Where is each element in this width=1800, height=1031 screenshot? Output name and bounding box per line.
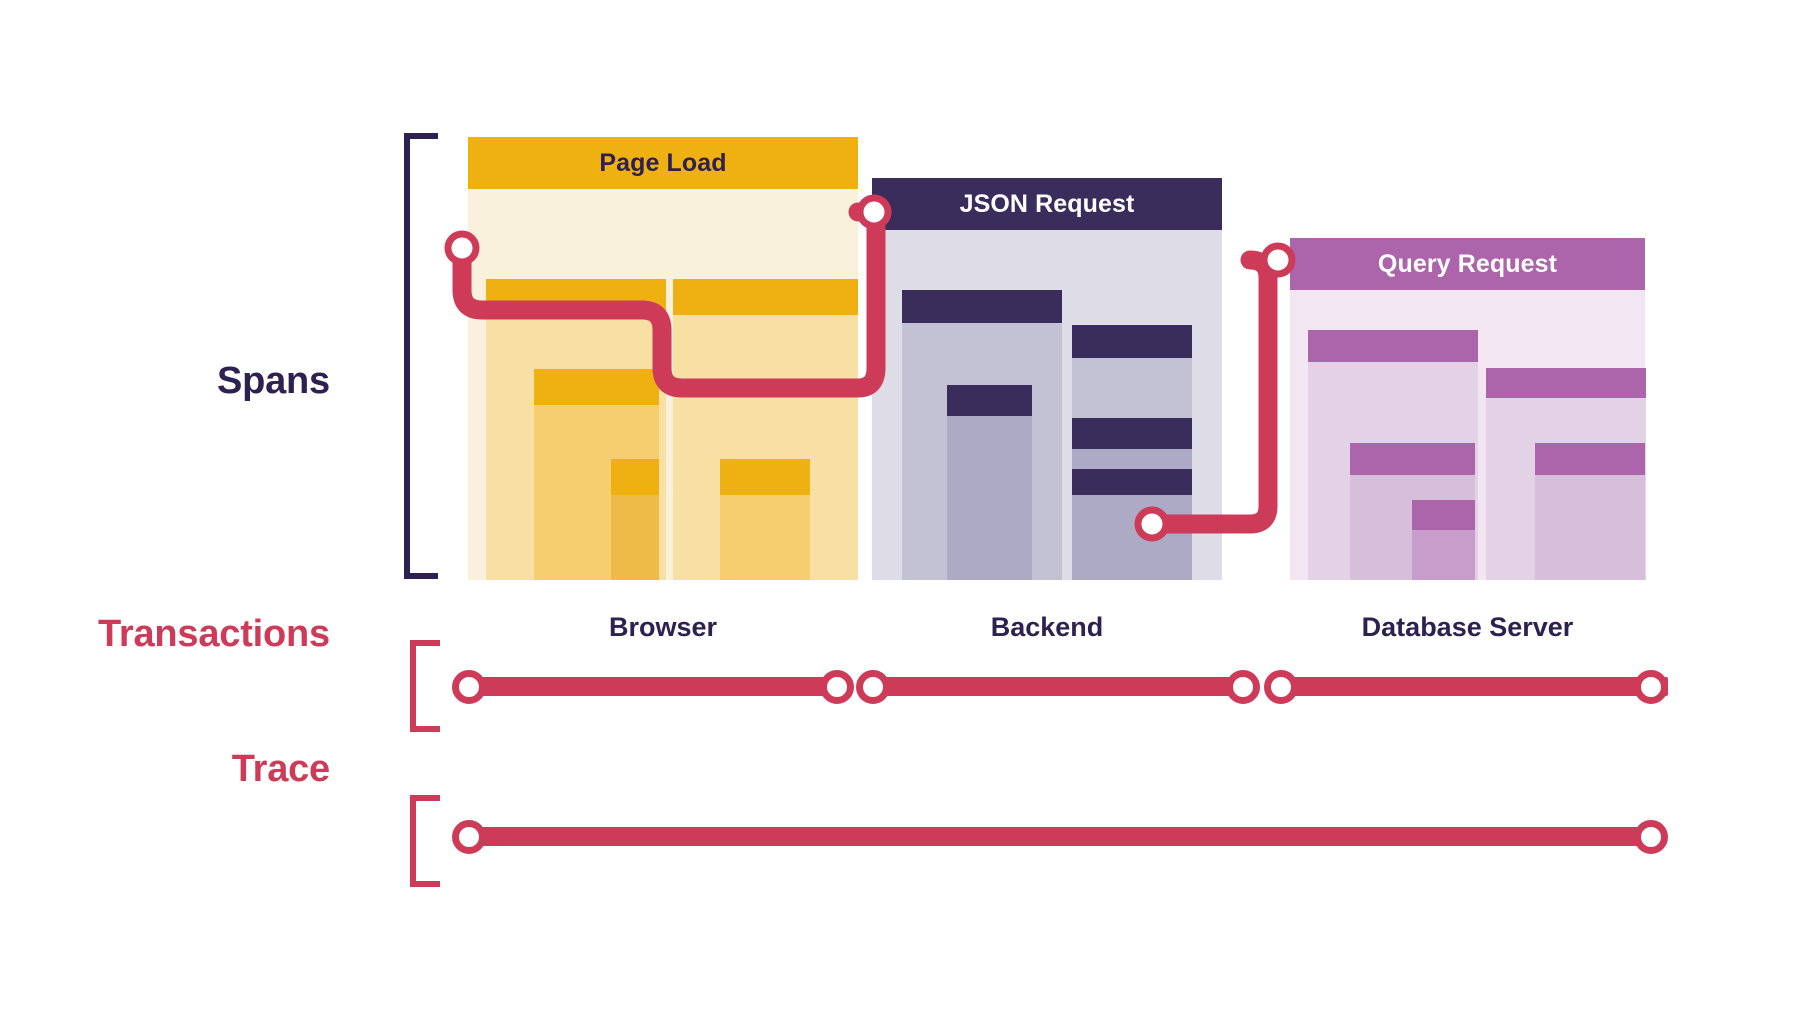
span-cap [1412,500,1475,530]
span-bar-browser-2-1[interactable] [720,459,810,580]
browser-header[interactable]: Page Load [468,137,858,189]
service-group-browser: Page Load [468,137,858,580]
service-caption-database: Database Server [1361,612,1574,642]
span-bar-database-2-1[interactable] [1535,443,1645,580]
span-cap [1486,368,1646,398]
service-caption-backend: Backend [990,612,1104,642]
span-fill [947,385,1032,580]
transaction-node-backend-end[interactable] [1226,670,1260,704]
span-cap [673,279,858,315]
span-cap [534,369,659,405]
span-cap [1072,418,1192,449]
span-cap [611,459,659,495]
span-cap [902,290,1062,323]
span-cap [1308,330,1478,362]
trace-rail[interactable] [466,827,1648,846]
connector-node-database-start[interactable] [1260,242,1296,278]
row-label-trace: Trace [231,748,331,790]
transaction-node-database-start[interactable] [1264,670,1298,704]
transaction-node-browser-start[interactable] [452,670,486,704]
trace-node-end[interactable] [1634,820,1668,854]
row-label-spans: Spans [216,360,330,402]
bracket-transactions [410,640,440,732]
bracket-spans [404,133,438,579]
backend-header[interactable]: JSON Request [872,178,1222,230]
transaction-node-backend-start[interactable] [856,670,890,704]
span-cap [1535,443,1645,475]
span-cap [720,459,810,495]
span-cap [1350,443,1475,475]
span-cap [486,279,666,315]
row-label-transactions: Transactions [97,613,330,655]
service-group-database: Query Request [1290,238,1646,580]
bracket-trace [410,795,440,887]
transaction-rail-backend[interactable] [870,677,1246,696]
transaction-node-database-end[interactable] [1634,670,1668,704]
span-bar-database-1-1-1[interactable] [1412,500,1475,580]
span-cap [947,385,1032,416]
span-bar-browser-1-1-1[interactable] [611,459,659,580]
database-header[interactable]: Query Request [1290,238,1645,290]
transaction-node-browser-end[interactable] [820,670,854,704]
trace-node-start[interactable] [452,820,486,854]
span-bar-backend-2-2[interactable] [1072,469,1192,580]
service-group-backend: JSON Request [872,178,1222,580]
span-cap [1072,325,1192,358]
span-bar-backend-1-1[interactable] [947,385,1032,580]
span-cap [1072,469,1192,495]
transaction-rail-browser[interactable] [466,677,840,696]
transaction-rail-database[interactable] [1278,677,1668,696]
service-caption-browser: Browser [608,612,718,642]
